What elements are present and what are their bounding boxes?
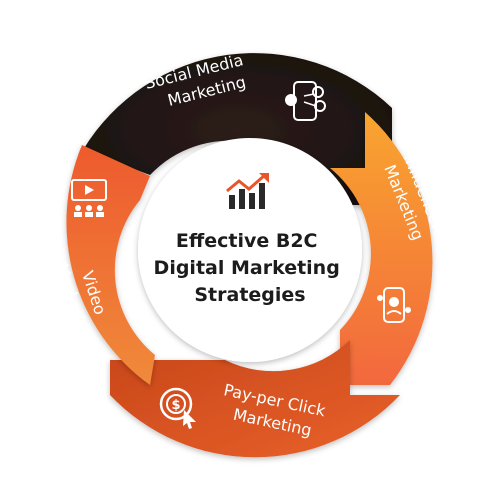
growth-chart-icon <box>226 173 269 209</box>
dollar-click-icon: $ <box>159 387 196 429</box>
center-title-line-3: Strategies <box>194 284 305 306</box>
segment-video <box>66 145 155 385</box>
influencer-phone-icon <box>377 287 411 323</box>
center-title-line-2: Digital Marketing <box>154 257 340 279</box>
center-title-line-1: Effective B2C <box>176 230 318 252</box>
social-media-phone-icon <box>285 81 326 121</box>
svg-text:$: $ <box>171 398 180 413</box>
segment-influencer <box>330 112 433 385</box>
center-disc <box>138 138 362 362</box>
center-title: Effective B2C Digital Marketing Strategi… <box>154 230 347 306</box>
video-presentation-icon <box>71 179 107 217</box>
segment-pay-per-click <box>110 340 400 458</box>
